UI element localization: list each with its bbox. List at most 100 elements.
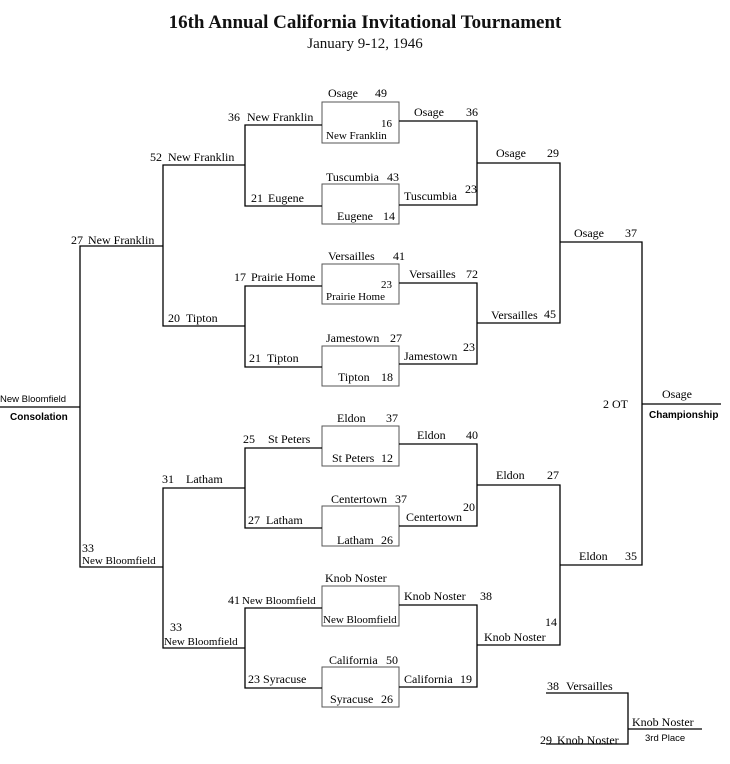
game-box-loser-score: 26 [381,533,393,547]
consolation-score: 21 [249,351,261,365]
consolation-label: Consolation [10,412,68,423]
overtime-note: 2 OT [603,397,629,411]
game-box-5: Eldon 37 St Peters 12 [321,411,400,467]
championship-team: Tuscumbia [404,189,458,203]
championship-label: Championship [649,410,718,421]
game-box-loser: Latham [337,533,374,547]
championship-team: Eldon [417,428,446,442]
consolation-score: 31 [162,472,174,486]
game-box-winner: Knob Noster [325,571,387,585]
championship-score: 38 [480,589,492,603]
game-box-loser: New Bloomfield [323,614,397,626]
championship-score: 19 [460,672,472,686]
game-box-winner-score: 37 [395,492,407,506]
game-box-winner: Eldon [337,411,366,425]
championship-team: California [404,672,453,686]
consolation-score: 41 [228,593,240,607]
third-place-winner: Knob Noster [632,715,694,729]
consolation-score: 17 [234,270,246,284]
third-place-team: Versailles [566,679,613,693]
consolation-team: Tipton [267,351,299,365]
consolation-champion: New Bloomfield [0,394,66,405]
championship-score: 37 [625,226,637,240]
championship-score: 27 [547,468,559,482]
third-place-label: 3rd Place [645,733,685,744]
consolation-team: St Peters [268,432,311,446]
consolation-team: New Franklin [247,110,313,124]
game-box-2: Tuscumbia 43 Eugene 14 [321,170,400,225]
championship-score: 72 [466,267,478,281]
consolation-score: 23 [248,672,260,686]
game-box-loser: New Franklin [326,130,387,142]
consolation-score: 25 [243,432,255,446]
game-box-loser-score: 26 [381,692,393,706]
game-box-winner-score: 50 [386,653,398,667]
consolation-score: 52 [150,150,162,164]
game-box-4: Jamestown 27 Tipton 18 [321,331,402,387]
consolation-score: 33 [170,620,182,634]
game-box-7: Knob Noster New Bloomfield [321,571,400,627]
championship-score: 29 [547,146,559,160]
consolation-team: Latham [186,472,223,486]
game-box-winner-score: 43 [387,170,399,184]
game-box-winner: Centertown [331,492,387,506]
consolation-bracket: 36 New Franklin 21 Eugene 17 Prairie Hom… [0,110,322,689]
third-place-team: Knob Noster [557,733,619,747]
consolation-team: New Franklin [168,150,234,164]
game-box-3: Versailles 41 23 Prairie Home [321,249,405,305]
championship-team: Eldon [496,468,525,482]
consolation-score: 20 [168,311,180,325]
championship-score: 35 [625,549,637,563]
game-box-winner-score: 41 [393,249,405,263]
championship-team: Centertown [406,510,462,524]
championship-team: Knob Noster [404,589,466,603]
consolation-team: Tipton [186,311,218,325]
game-box-8: California 50 Syracuse 26 [321,653,400,708]
game-box-winner: Versailles [328,249,375,263]
third-place-score: 38 [547,679,559,693]
championship-team: Versailles [491,308,538,322]
game-box-winner: Jamestown [326,331,379,345]
championship-score: 23 [463,340,475,354]
championship-team: Osage [496,146,526,160]
game-box-loser: Prairie Home [326,291,385,303]
game-box-winner: Tuscumbia [326,170,380,184]
consolation-score: 21 [251,191,263,205]
third-place-game: 38 Versailles 29 Knob Noster Knob Noster… [540,679,702,747]
consolation-team: New Bloomfield [82,555,156,567]
game-box-winner: Osage [328,86,358,100]
championship-score: 40 [466,428,478,442]
tournament-champion: Osage [662,387,692,401]
game-box-loser-score: 23 [381,279,393,291]
championship-score: 14 [545,615,557,629]
game-box-1: Osage 49 16 New Franklin [321,86,400,144]
championship-team: Eldon [579,549,608,563]
game-box-loser: Syracuse [330,692,373,706]
game-box-loser-score: 14 [383,209,395,223]
game-box-loser: St Peters [332,451,375,465]
game-box-loser: Eugene [337,209,373,223]
game-box-winner-score: 37 [386,411,398,425]
championship-team: Osage [574,226,604,240]
championship-score: 36 [466,105,478,119]
consolation-score: 27 [71,233,83,247]
championship-team: Osage [414,105,444,119]
consolation-score: 27 [248,513,260,527]
consolation-score: 36 [228,110,240,124]
consolation-team: Latham [266,513,303,527]
consolation-team: Syracuse [263,672,306,686]
game-box-loser-score: 12 [381,451,393,465]
game-box-6: Centertown 37 Latham 26 [321,492,407,547]
game-box-winner-score: 49 [375,86,387,100]
consolation-team: New Bloomfield [164,636,238,648]
game-box-winner: California [329,653,378,667]
game-box-loser: Tipton [338,370,370,384]
tournament-title: 16th Annual California Invitational Tour… [168,12,562,33]
consolation-score: 33 [82,541,94,555]
game-box-winner-score: 27 [390,331,402,345]
championship-score: 23 [465,182,477,196]
championship-score: 45 [544,307,556,321]
championship-team: Knob Noster [484,630,546,644]
